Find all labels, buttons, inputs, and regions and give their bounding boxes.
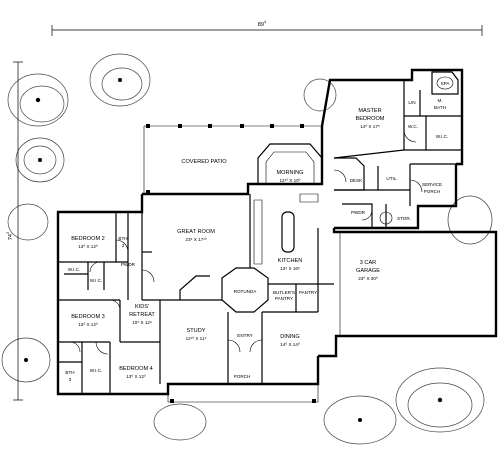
bth-3-label-line1: BTH [65, 370, 74, 375]
bth-2-label-line1: BTH [118, 236, 127, 241]
wc-master-label: W.C. [408, 124, 418, 129]
kids-retreat-label-line2: RETREAT [129, 312, 155, 318]
pwdr-left-label: PWDR [121, 262, 136, 267]
garage-label-line1: 3 CAR [360, 260, 376, 266]
util-label: UTIL. [386, 176, 397, 181]
master-bedroom-label-line1: MASTER [358, 108, 381, 114]
bedroom-3-size: 13⁰ X 12⁰ [78, 322, 98, 327]
dining-size: 14⁰ X 14⁰ [280, 342, 300, 347]
master-bedroom-label-line2: BEDROOM [356, 116, 385, 122]
bedroom-2-size: 13⁰ X 12⁰ [78, 244, 98, 249]
service-porch-label-line1: SERVICE [422, 182, 442, 187]
morning-bay [257, 143, 323, 184]
service-porch-label-line2: PORCH [424, 189, 441, 194]
depth-dimension-line [13, 61, 23, 401]
butlers-pantry-label-line2: PANTRY [275, 296, 293, 301]
wic-b2b-label: W.I.C. [90, 278, 103, 283]
study-label: STUDY [187, 328, 206, 334]
pwdr-right-label: PWDR [351, 210, 366, 215]
pantry-label: PANTRY [299, 290, 317, 295]
depth-dimension-label: 742 [5, 231, 14, 240]
covered-patio-label: COVERED PATIO [181, 159, 227, 165]
m-bath-label-line2: BATH [434, 105, 446, 110]
bth-2-label-line2: 2 [122, 243, 125, 248]
covered-patio-outline [143, 124, 322, 194]
master-bedroom-size: 14⁰ X 17⁶ [360, 124, 380, 129]
morning-label: MORNING [276, 170, 303, 176]
great-room-label: GREAT ROOM [177, 229, 215, 235]
bedroom-4-label: BEDROOM 4 [119, 366, 153, 372]
kids-retreat-size: 10⁴ X 12⁶ [132, 320, 152, 325]
porch-label: PORCH [234, 374, 251, 379]
dining-label: DINING [280, 334, 300, 340]
entry-label: ENTRY [237, 333, 253, 338]
rotunda-label: ROTUNDA [234, 289, 258, 294]
width-dimension-line [51, 25, 483, 36]
bedroom-2-label: BEDROOM 2 [71, 236, 105, 242]
interior-walls [58, 71, 462, 403]
bth-3-label-line2: 3 [69, 377, 72, 382]
landscape-trees [1, 53, 493, 445]
lin-label: LIN [408, 100, 415, 105]
m-bath-label-line1: M. [437, 98, 442, 103]
butlers-pantry-label-line1: BUTLER'S [273, 290, 295, 295]
desk-label: DESK [350, 178, 363, 183]
bedroom-3-label: BEDROOM 3 [71, 314, 105, 320]
wic-b2-label: W.I.C. [68, 267, 81, 272]
great-room-size: 23⁴ X 17¹⁰ [185, 237, 206, 242]
garage-label-line2: GARAGE [356, 268, 380, 274]
garage-size: 23⁰ X 30⁰ [358, 276, 378, 281]
wic-master-label: W.I.C. [436, 134, 449, 139]
wic-b4-label: W.I.C. [90, 368, 103, 373]
spa-label: SPA [441, 81, 451, 86]
door-swings [69, 129, 423, 355]
kitchen-label: KITCHEN [278, 258, 303, 264]
morning-size: 12¹⁰ X 10⁰ [279, 178, 300, 183]
stor-label: STOR. [397, 216, 411, 221]
kids-retreat-label-line1: KIDS' [135, 304, 149, 310]
study-size: 12¹⁰ X 11⁴ [186, 336, 207, 341]
bedroom-4-size: 13⁰ X 12⁰ [126, 374, 146, 379]
kitchen-size: 13⁴ X 16⁶ [280, 266, 300, 271]
exterior-walls [56, 68, 498, 396]
width-dimension-label: 894 [258, 19, 267, 28]
